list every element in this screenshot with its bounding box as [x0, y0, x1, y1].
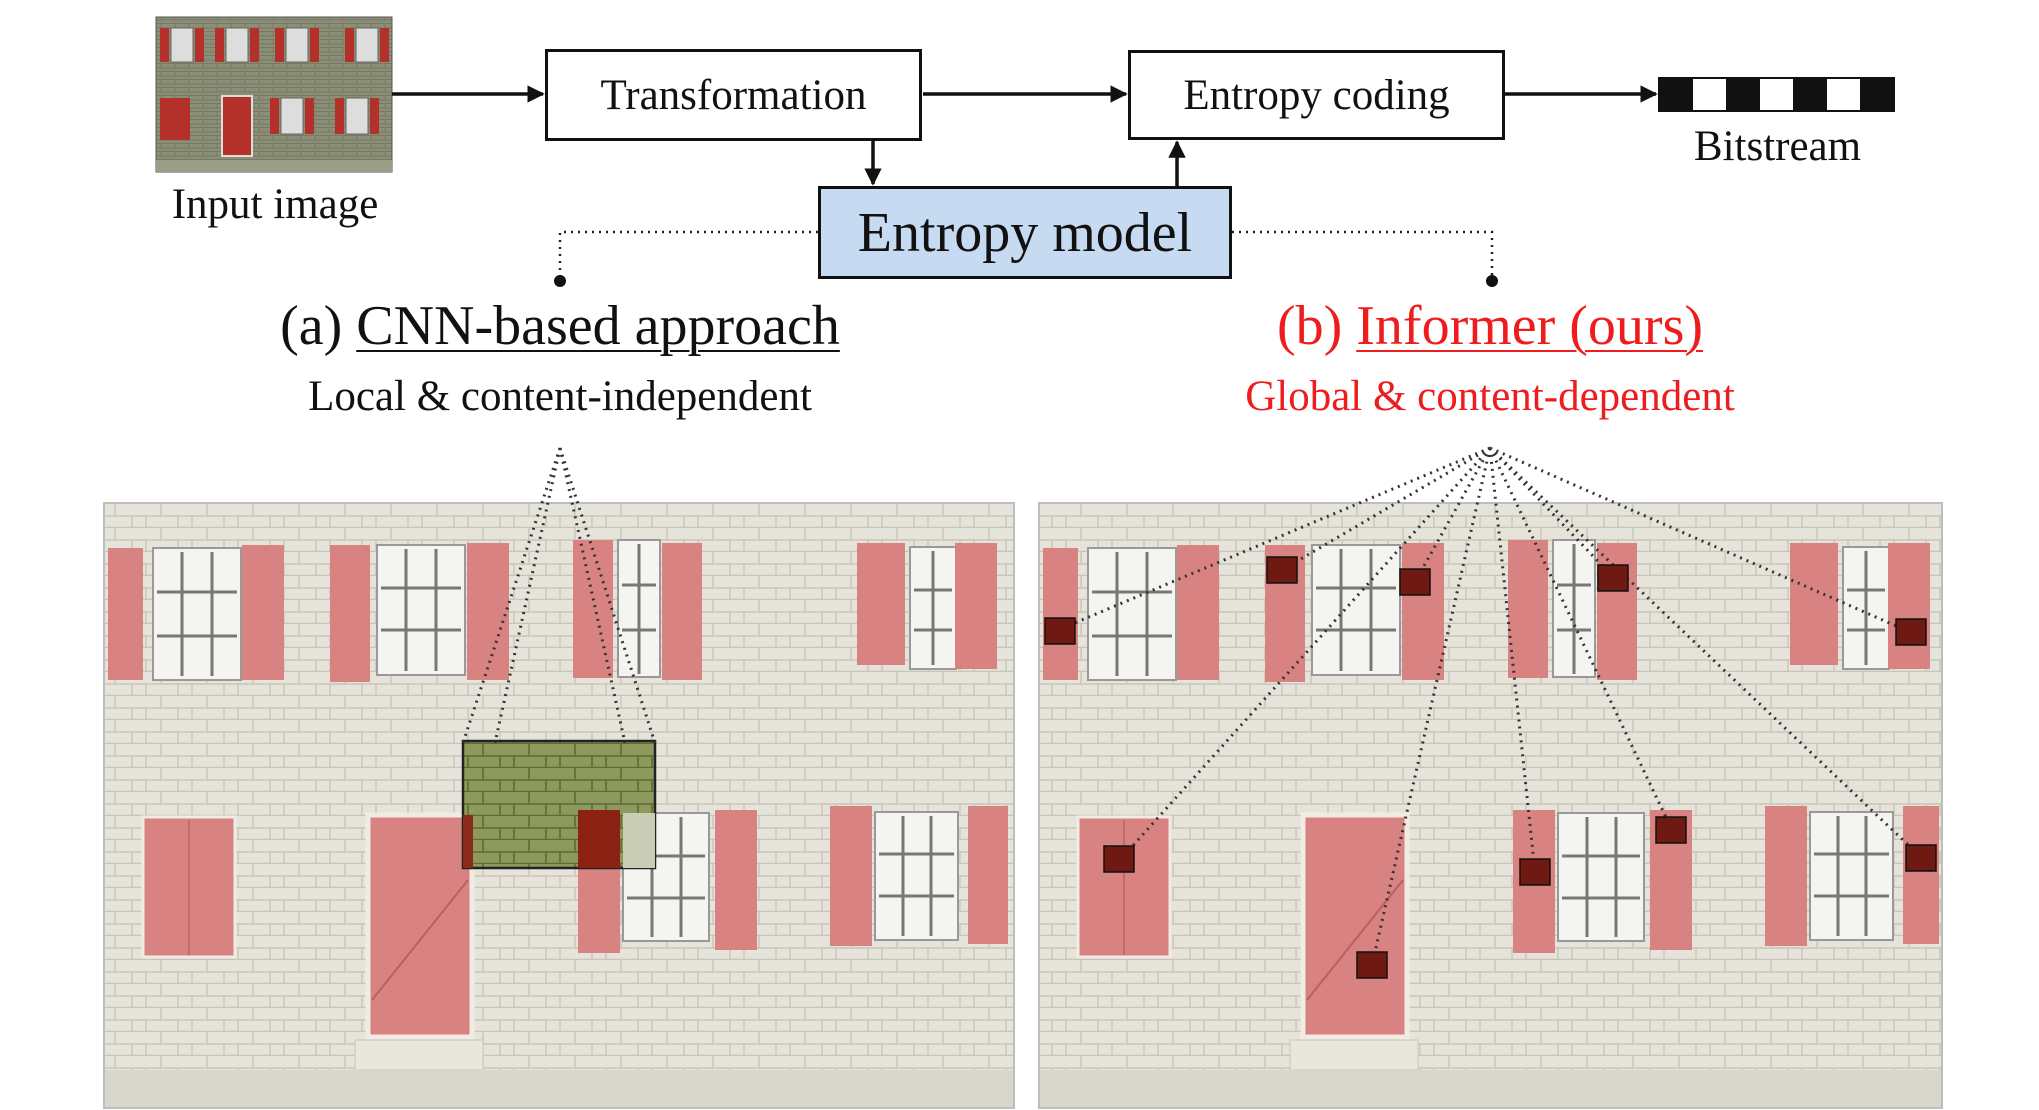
attended-patch: [1399, 568, 1431, 596]
bitstream-graphic: [1658, 77, 1895, 112]
approach-b-prefix: (b): [1276, 295, 1357, 357]
approach-a-subtitle: Local & content-independent: [308, 373, 812, 420]
approach-b-name: Informer (ours): [1356, 295, 1704, 357]
entropy-model-box: Entropy model: [818, 186, 1232, 279]
approach-b-subtitle: Global & content-dependent: [1245, 373, 1735, 420]
transformation-label: Transformation: [600, 71, 867, 119]
panel-b-building: [1038, 502, 1943, 1109]
attended-patch: [1519, 858, 1551, 886]
approach-a-name: CNN-based approach: [356, 295, 840, 357]
approach-a-title: (a) CNN-based approach: [210, 294, 910, 358]
input-image-label: Input image: [171, 181, 379, 228]
attended-patch: [1655, 816, 1687, 844]
attended-patch: [1597, 564, 1629, 592]
connector-dot-a: [554, 275, 566, 287]
attended-patch: [1895, 618, 1927, 646]
attended-patch: [1103, 845, 1135, 873]
panel-b-attention-lines: [1057, 446, 1924, 966]
pipeline-arrows: [392, 85, 1658, 186]
entropy-coding-label: Entropy coding: [1183, 71, 1450, 119]
input-image-thumbnail: [155, 16, 393, 173]
connector-dot-b: [1486, 275, 1498, 287]
panel-b-attended-patches: [1044, 556, 1937, 979]
entropy-coding-box: Entropy coding: [1128, 50, 1505, 140]
transformation-box: Transformation: [545, 49, 922, 141]
panel-a-receptive-field-lines: [461, 447, 657, 744]
entropy-model-connectors: [558, 230, 1494, 280]
attended-patch: [1044, 617, 1076, 645]
attended-patch: [1266, 556, 1298, 584]
bitstream-label: Bitstream: [1693, 123, 1862, 170]
approach-b-title: (b) Informer (ours): [1140, 294, 1840, 358]
panel-a-building: [103, 502, 1015, 1109]
attended-patch: [1905, 844, 1937, 872]
entropy-model-label: Entropy model: [857, 201, 1193, 264]
approach-a-prefix: (a): [280, 295, 357, 357]
attended-patch: [1356, 951, 1388, 979]
